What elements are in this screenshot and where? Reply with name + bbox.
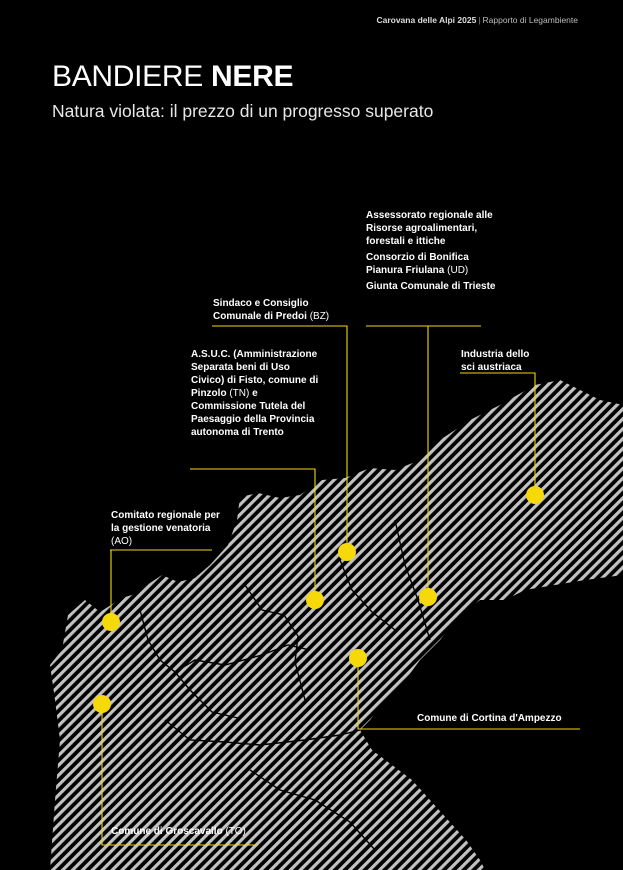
label-fisto-part1: A.S.U.C. (Amministrazione Separata beni … bbox=[191, 349, 319, 399]
label-cortina: Comune di Cortina d'Ampezzo bbox=[417, 712, 587, 725]
label-predoi-name: Sindaco e Consiglio Comunale di Predoi bbox=[213, 298, 309, 322]
label-consorzio-name: Consorzio di Bonifica Pianura Friulana bbox=[366, 252, 469, 276]
label-predoi: Sindaco e Consiglio Comunale di Predoi (… bbox=[213, 297, 353, 323]
label-austria-name: Industria dello sci austriaca bbox=[461, 349, 530, 373]
label-fisto: A.S.U.C. (Amministrazione Separata beni … bbox=[191, 348, 319, 439]
page-title: BANDIERE NERE bbox=[52, 60, 293, 94]
region-borders bbox=[139, 519, 431, 851]
marker-aosta[interactable] bbox=[102, 613, 120, 631]
marker-trieste-friuli[interactable] bbox=[419, 588, 437, 606]
location-markers bbox=[93, 486, 544, 713]
label-aosta: Comitato regionale per la gestione venat… bbox=[111, 509, 221, 548]
label-aosta-abbr: (AO) bbox=[111, 536, 133, 547]
label-aosta-name: Comitato regionale per la gestione venat… bbox=[111, 510, 220, 534]
marker-predoi[interactable] bbox=[338, 543, 356, 561]
label-assessorato: Assessorato regionale alle Risorse agroa… bbox=[366, 210, 493, 247]
label-groscavallo-name: Comune di Groscavallo bbox=[111, 826, 223, 837]
title-regular: BANDIERE bbox=[52, 60, 203, 93]
label-cortina-name: Comune di Cortina d'Ampezzo bbox=[417, 713, 562, 724]
label-predoi-abbr: (BZ) bbox=[309, 311, 330, 322]
label-groscavallo-abbr: (TO) bbox=[225, 826, 246, 837]
page-subtitle: Natura violata: il prezzo di un progress… bbox=[52, 101, 434, 121]
report-header: Carovana delle Alpi 2025|Rapporto di Leg… bbox=[376, 15, 578, 25]
header-separator: | bbox=[478, 15, 481, 25]
marker-cortina[interactable] bbox=[349, 649, 367, 667]
label-trieste-group: Assessorato regionale alle Risorse agroa… bbox=[366, 209, 506, 293]
label-giunta-trieste: Giunta Comunale di Trieste bbox=[366, 281, 496, 292]
label-groscavallo: Comune di Groscavallo (TO) bbox=[111, 825, 271, 838]
title-bold: NERE bbox=[211, 60, 294, 93]
report-section: Rapporto di Legambiente bbox=[482, 15, 578, 25]
leader-lines bbox=[101, 325, 580, 846]
marker-fisto[interactable] bbox=[306, 591, 324, 609]
marker-austria[interactable] bbox=[526, 486, 544, 504]
map-landmass bbox=[50, 380, 623, 870]
label-consorzio-abbr: (UD) bbox=[447, 265, 469, 276]
label-fisto-part2: e Commissione Tutela del Paesaggio della… bbox=[191, 388, 315, 438]
label-fisto-abbr: (TN) bbox=[229, 388, 250, 399]
label-austria: Industria dello sci austriaca bbox=[461, 348, 545, 374]
label-consorzio: Consorzio di Bonifica Pianura Friulana (… bbox=[366, 251, 506, 277]
marker-groscavallo[interactable] bbox=[93, 695, 111, 713]
publication-name: Carovana delle Alpi 2025 bbox=[376, 15, 477, 25]
